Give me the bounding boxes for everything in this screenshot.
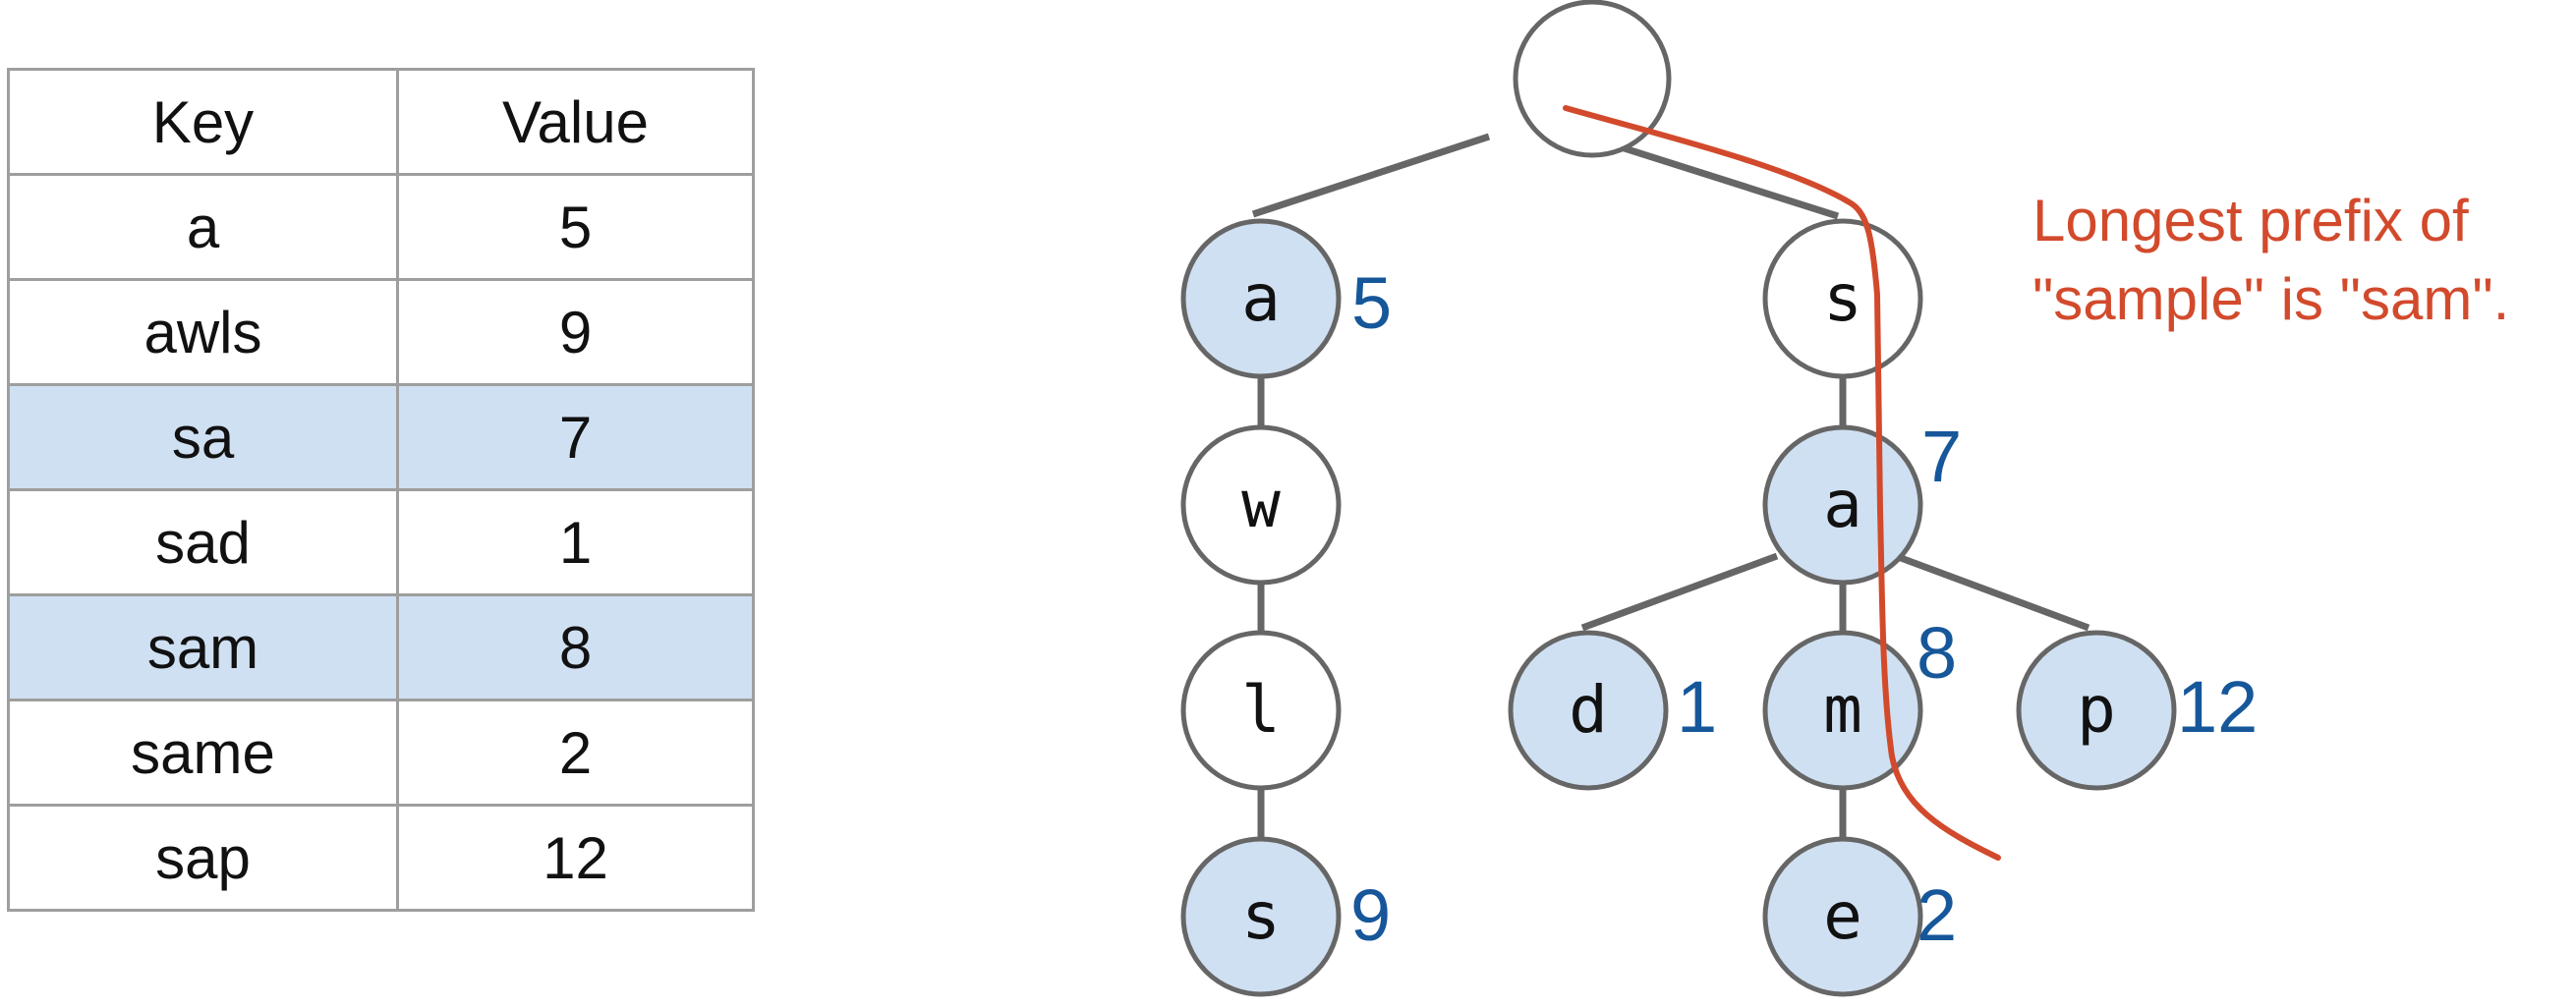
row-value: 1 bbox=[396, 488, 755, 596]
trie-node-circle bbox=[1180, 218, 1342, 379]
row-key: sap bbox=[7, 804, 399, 912]
trie-node-letter: s bbox=[1241, 878, 1281, 954]
trie-node-letter: m bbox=[1823, 672, 1862, 748]
trie-node-letter: l bbox=[1241, 672, 1281, 748]
row-key: same bbox=[7, 699, 399, 807]
trie-node-value: 5 bbox=[1351, 262, 1392, 344]
trie-node-circle bbox=[1180, 424, 1342, 586]
row-value: 8 bbox=[396, 593, 755, 701]
trie-node-letter: e bbox=[1823, 878, 1862, 954]
row-value: 7 bbox=[396, 383, 755, 491]
table-row: sad 1 bbox=[7, 488, 755, 596]
trie-node-letter: d bbox=[1569, 672, 1608, 748]
row-value: 2 bbox=[396, 699, 755, 807]
trie-node-sap: p 12 bbox=[2016, 630, 2258, 791]
key-value-table: Key Value a 5 awls 9 sa 7 sad 1 sam 8 sa… bbox=[7, 68, 755, 912]
trie-node-value: 8 bbox=[1917, 612, 1957, 694]
annotation-line-1: Longest prefix of bbox=[2032, 188, 2469, 253]
annotation-line-2: "sample" is "sam". bbox=[2032, 266, 2509, 332]
trie-node-awl: l bbox=[1180, 630, 1342, 791]
trie-node-value: 9 bbox=[1350, 874, 1391, 956]
trie-node-value: 2 bbox=[1917, 874, 1957, 956]
trie-node-root bbox=[1513, 0, 1672, 158]
row-key: sad bbox=[7, 488, 399, 596]
trie-node-sam: m8 bbox=[1762, 612, 1957, 791]
trie-node-s: s bbox=[1762, 218, 1923, 379]
trie-node-sa: a7 bbox=[1762, 416, 1962, 586]
trie-node-letter: w bbox=[1241, 467, 1281, 542]
trie-edge-root-a bbox=[1251, 133, 1491, 218]
trie-node-value: 1 bbox=[1677, 666, 1717, 748]
row-key: sa bbox=[7, 383, 399, 491]
key-column-header: Key bbox=[7, 68, 399, 176]
table-row: sap 12 bbox=[7, 804, 755, 912]
row-key: sam bbox=[7, 593, 399, 701]
table-row: sa 7 bbox=[7, 383, 755, 491]
trie-node-value: 7 bbox=[1921, 416, 1962, 497]
trie-node-circle bbox=[1180, 836, 1342, 997]
trie-edge-sa-sad bbox=[1580, 552, 1779, 632]
trie-edges bbox=[1251, 133, 2090, 839]
trie-node-letter: s bbox=[1823, 260, 1862, 336]
trie-node-circle bbox=[1180, 630, 1342, 791]
table-row: sam 8 bbox=[7, 593, 755, 701]
row-key: a bbox=[7, 173, 399, 281]
trie-edge-root-s bbox=[1585, 133, 1840, 220]
trie-node-circle bbox=[1762, 218, 1923, 379]
trie-node-letter: p bbox=[2077, 672, 2116, 748]
trie-node-letter: a bbox=[1823, 467, 1862, 542]
row-value: 5 bbox=[396, 173, 755, 281]
row-key: awls bbox=[7, 278, 399, 386]
trie-node-value: 12 bbox=[2177, 666, 2258, 748]
search-path-curve bbox=[1563, 105, 2001, 861]
row-value: 9 bbox=[396, 278, 755, 386]
table-row: awls 9 bbox=[7, 278, 755, 386]
table-header-row: Key Value bbox=[7, 68, 755, 176]
trie-node-circle bbox=[2016, 630, 2177, 791]
trie-node-aw: w bbox=[1180, 424, 1342, 586]
value-column-header: Value bbox=[396, 68, 755, 176]
trie-node-letter: a bbox=[1241, 260, 1281, 336]
table-row: a 5 bbox=[7, 173, 755, 281]
trie-node-circle bbox=[1508, 630, 1669, 791]
row-value: 12 bbox=[396, 804, 755, 912]
table-row: same 2 bbox=[7, 699, 755, 807]
trie-node-circle bbox=[1762, 836, 1923, 997]
trie-node-circle bbox=[1513, 0, 1672, 158]
trie-edge-sa-sap bbox=[1883, 548, 2090, 632]
